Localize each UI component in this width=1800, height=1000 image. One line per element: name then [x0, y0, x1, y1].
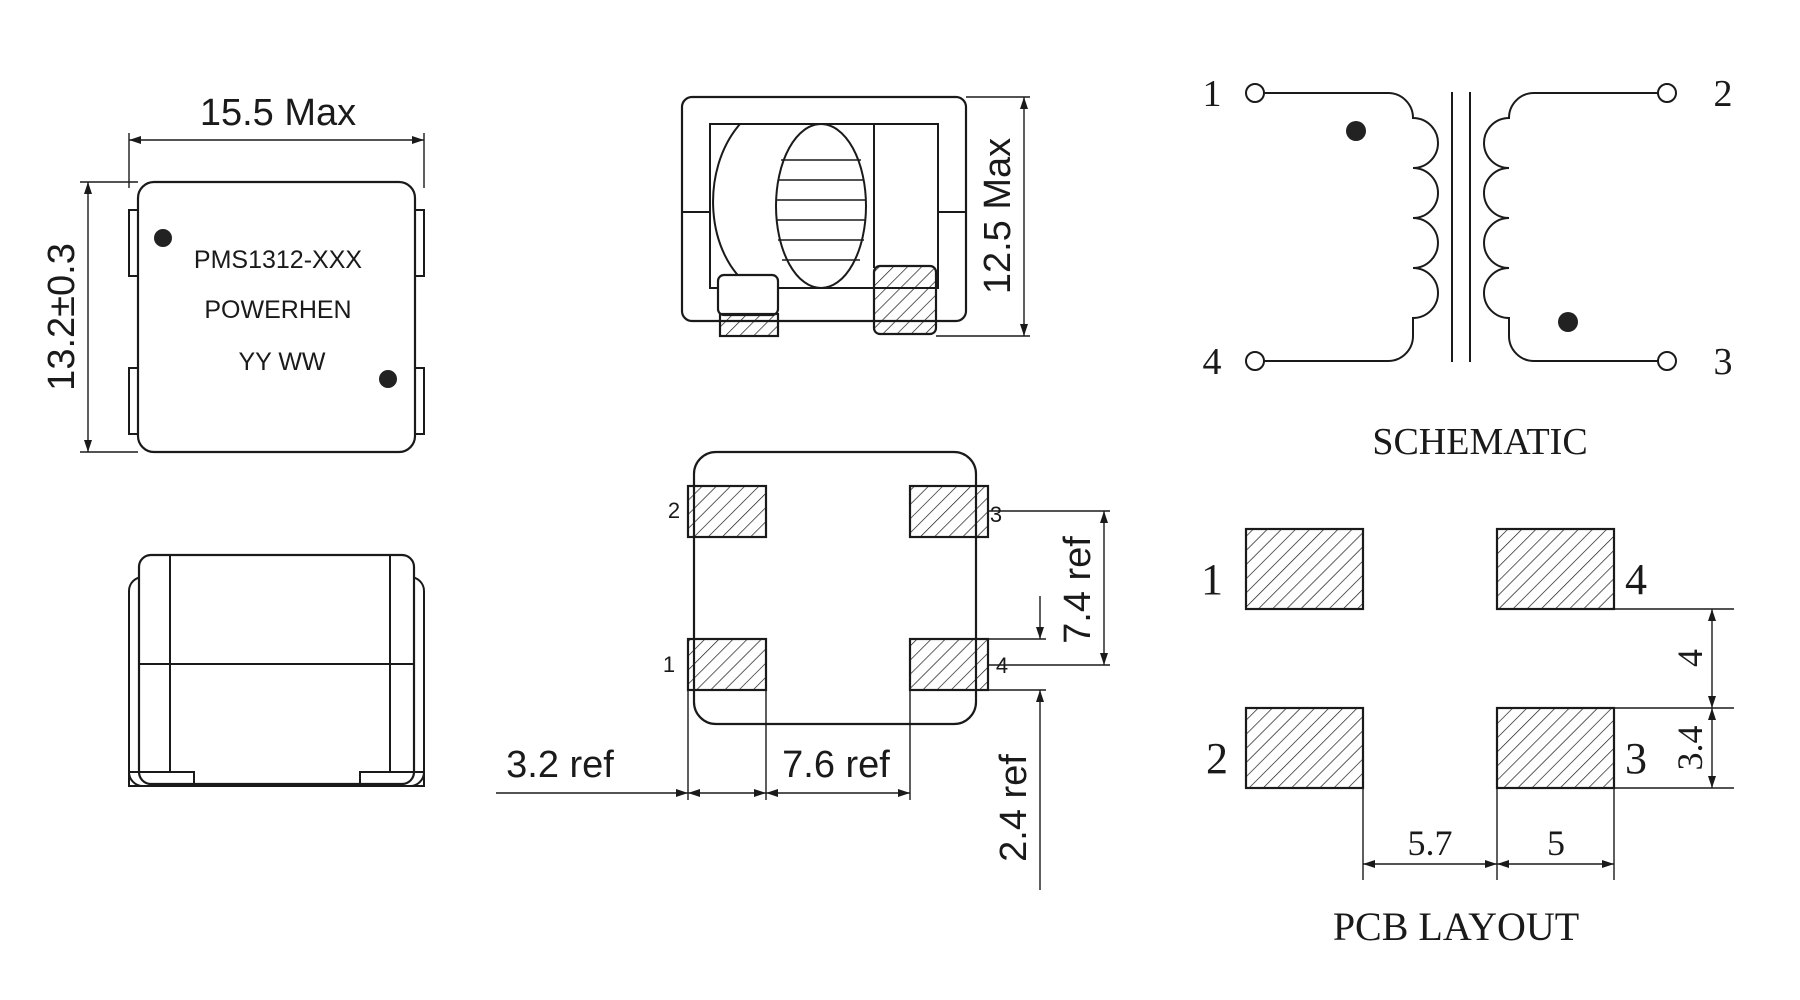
front-foot-left — [128, 771, 195, 787]
dim-pad-pitch-h: 7.6 ref — [782, 744, 890, 786]
polarity-dot-top — [154, 229, 172, 247]
pcb-pin-3: 3 — [1625, 734, 1647, 783]
pcb-dim-pad-w: 5 — [1547, 823, 1565, 863]
schematic-pin-4-terminal — [1245, 351, 1265, 371]
top-view: PMS1312-XXX POWERHEN YY WW 15.5 Max 13.2… — [41, 92, 425, 454]
side-terminal-left-top — [716, 273, 780, 317]
winding-ellipse — [775, 123, 867, 289]
pcb-dim-gap-v: 4 — [1670, 649, 1710, 667]
pcb-dim-pad-h: 3.4 — [1670, 726, 1710, 771]
schematic-pin-4: 4 — [1203, 341, 1222, 383]
front-view-body — [137, 553, 416, 786]
brand-marking: POWERHEN — [204, 296, 351, 324]
core-arc — [712, 123, 753, 289]
pcb-pad-3 — [1495, 706, 1616, 790]
dim-pad-width: 3.2 ref — [506, 744, 614, 786]
bottom-pad-3 — [908, 484, 990, 539]
bottom-view: 2 3 1 4 7.4 ref 2.4 ref 3.2 ref 7.6 ref — [496, 450, 1110, 890]
primary-winding — [1264, 92, 1439, 362]
height-dimension: 13.2±0.3 — [41, 243, 83, 391]
bottom-pad-2 — [686, 484, 768, 539]
front-view — [128, 553, 425, 787]
pcb-pad-1 — [1244, 527, 1365, 611]
schematic-pin-3: 3 — [1714, 341, 1733, 383]
primary-polarity-dot — [1346, 121, 1366, 141]
dim-pad-pitch-v: 7.4 ref — [1057, 536, 1099, 644]
pcb-pin-4: 4 — [1625, 555, 1647, 604]
schematic-pin-2: 2 — [1714, 73, 1733, 115]
pcb-layout: 1 4 2 3 4 3.4 5.7 5 PCB LAYOUT — [1201, 527, 1734, 949]
pcb-pad-2 — [1244, 706, 1365, 790]
schematic-pin-1-terminal — [1245, 83, 1265, 103]
polarity-dot-bottom — [379, 370, 397, 388]
part-number: PMS1312-XXX — [194, 246, 362, 274]
side-height-dimension: 12.5 Max — [977, 138, 1019, 294]
pcb-dim-gap-h: 5.7 — [1408, 823, 1453, 863]
pcb-pad-4 — [1495, 527, 1616, 611]
bottom-pad-4 — [908, 637, 990, 692]
pcb-pin-2: 2 — [1206, 734, 1228, 783]
width-dimension: 15.5 Max — [200, 92, 356, 134]
bottom-pin-label-2: 2 — [668, 498, 680, 523]
top-view-body — [136, 180, 417, 454]
secondary-polarity-dot — [1558, 312, 1578, 332]
side-view: 12.5 Max — [680, 95, 1030, 338]
dim-pad-height: 2.4 ref — [993, 754, 1035, 862]
date-code: YY WW — [238, 348, 325, 376]
bottom-pad-1 — [686, 637, 768, 692]
schematic-title: SCHEMATIC — [1372, 421, 1587, 463]
schematic: 1 2 3 4 SCHEMATIC — [1203, 73, 1733, 463]
side-terminal-right — [872, 264, 938, 336]
bottom-pin-label-3: 3 — [990, 502, 1002, 527]
pcb-layout-title: PCB LAYOUT — [1333, 904, 1579, 949]
side-terminal-left — [718, 312, 780, 338]
schematic-pin-3-terminal — [1657, 351, 1677, 371]
front-foot-right — [359, 771, 425, 787]
secondary-winding — [1483, 92, 1658, 362]
schematic-pin-1: 1 — [1203, 73, 1222, 115]
pcb-pin-1: 1 — [1201, 555, 1223, 604]
schematic-pin-2-terminal — [1657, 83, 1677, 103]
bottom-pin-label-1: 1 — [663, 652, 675, 677]
